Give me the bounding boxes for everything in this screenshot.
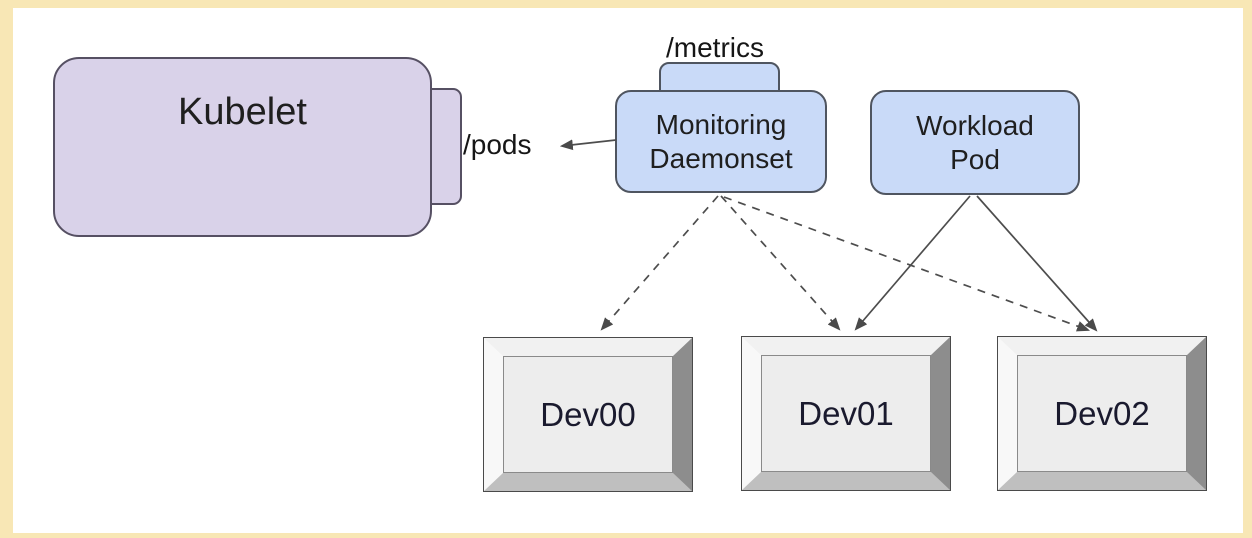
frame-border-top	[0, 0, 1252, 8]
edge-workload-to-dev01	[854, 195, 971, 331]
dev00-label: Dev00	[540, 395, 636, 433]
workload-pod-label: Workload Pod	[916, 109, 1034, 175]
edge-workload-to-dev02	[976, 195, 1098, 332]
node-kubelet: Kubelet	[53, 57, 432, 237]
dev01-label: Dev01	[798, 394, 894, 432]
node-dev02: Dev02	[997, 336, 1207, 491]
pods-endpoint-label: /pods	[463, 129, 532, 160]
frame-border-bottom	[0, 533, 1252, 538]
node-dev00: Dev00	[483, 337, 693, 492]
node-dev01: Dev01	[741, 336, 951, 491]
node-workload-pod: Workload Pod	[870, 90, 1080, 195]
edge-monitoring-to-kubelet-pods	[559, 139, 617, 151]
frame-border-right	[1243, 0, 1252, 538]
kubelet-label: Kubelet	[178, 91, 307, 133]
dev00-bevel: Dev00	[484, 338, 692, 491]
monitoring-daemonset-label: Monitoring Daemonset	[649, 108, 793, 174]
dev02-panel: Dev02	[1017, 355, 1187, 472]
frame-border-left	[0, 0, 13, 538]
dev02-label: Dev02	[1054, 394, 1150, 432]
node-monitoring-daemonset: Monitoring Daemonset	[615, 90, 827, 193]
dev00-panel: Dev00	[503, 356, 673, 473]
metrics-endpoint-label: /metrics	[666, 32, 764, 63]
edge-monitoring-to-dev00	[600, 195, 719, 331]
dev02-bevel: Dev02	[998, 337, 1206, 490]
dev01-bevel: Dev01	[742, 337, 950, 490]
dev01-panel: Dev01	[761, 355, 931, 472]
edge-monitoring-to-dev02	[723, 196, 1091, 332]
edge-monitoring-to-dev01	[720, 195, 841, 331]
